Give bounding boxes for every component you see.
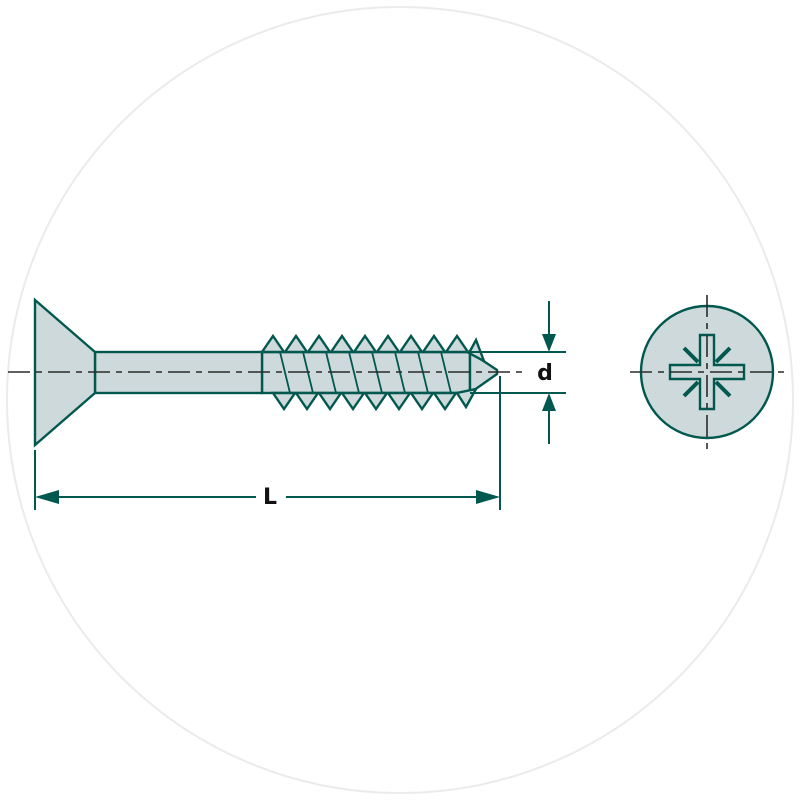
thread-teeth-top bbox=[259, 333, 471, 354]
screw-end-view bbox=[630, 295, 784, 449]
length-label: L bbox=[263, 485, 277, 510]
tip-thread-tooth-bottom bbox=[455, 387, 479, 410]
diameter-arrowhead-top bbox=[542, 334, 556, 352]
length-arrowhead-right bbox=[476, 490, 500, 504]
tip-thread-tooth-top bbox=[467, 337, 487, 364]
thread-teeth-bottom bbox=[270, 391, 459, 412]
watermark-circle bbox=[6, 6, 794, 794]
pozidriv-cross-recess bbox=[668, 333, 746, 411]
screw-tip bbox=[468, 349, 499, 396]
diameter-arrowhead-bottom bbox=[542, 393, 556, 411]
diameter-label: d bbox=[537, 361, 553, 386]
length-dimension: L bbox=[34, 376, 501, 510]
diameter-dimension: d bbox=[470, 301, 566, 444]
length-arrowhead-left bbox=[35, 490, 59, 504]
pozidriv-diagonal-marks bbox=[682, 346, 732, 398]
